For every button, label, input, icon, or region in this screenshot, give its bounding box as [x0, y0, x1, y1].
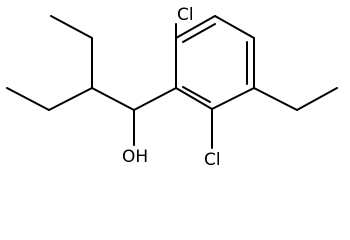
- atom-labels: Cl Cl OH: [122, 5, 221, 170]
- bond-ring-ethyl-ch2: [253, 87, 298, 111]
- benzene-ring: [175, 15, 255, 110]
- substituent-bonds: [6, 15, 338, 149]
- bond-ch-lower-ch2: [48, 87, 93, 111]
- chlorine-label-top: Cl: [177, 5, 194, 25]
- ring-double-bond-c1-c2: [182, 86, 211, 103]
- chlorine-label-bottom: Cl: [204, 150, 221, 170]
- ring-bond-c4-c5: [214, 15, 255, 39]
- ring-bond-c1-c2: [175, 87, 213, 110]
- ring-bond-c5-c6: [175, 15, 216, 39]
- ring-double-bond-c5-c6: [182, 23, 216, 43]
- hydroxyl-label: OH: [122, 147, 148, 167]
- bond-carbinol-ch: [91, 87, 135, 111]
- bond-lower-ch3: [6, 87, 50, 111]
- chemical-structure: Cl Cl OH: [6, 5, 338, 170]
- ring-bond-c2-c3: [211, 87, 255, 110]
- bond-ring-carbinol: [133, 87, 177, 111]
- bond-ethyl-ch3: [296, 87, 338, 111]
- bond-upper-ch3: [50, 15, 93, 39]
